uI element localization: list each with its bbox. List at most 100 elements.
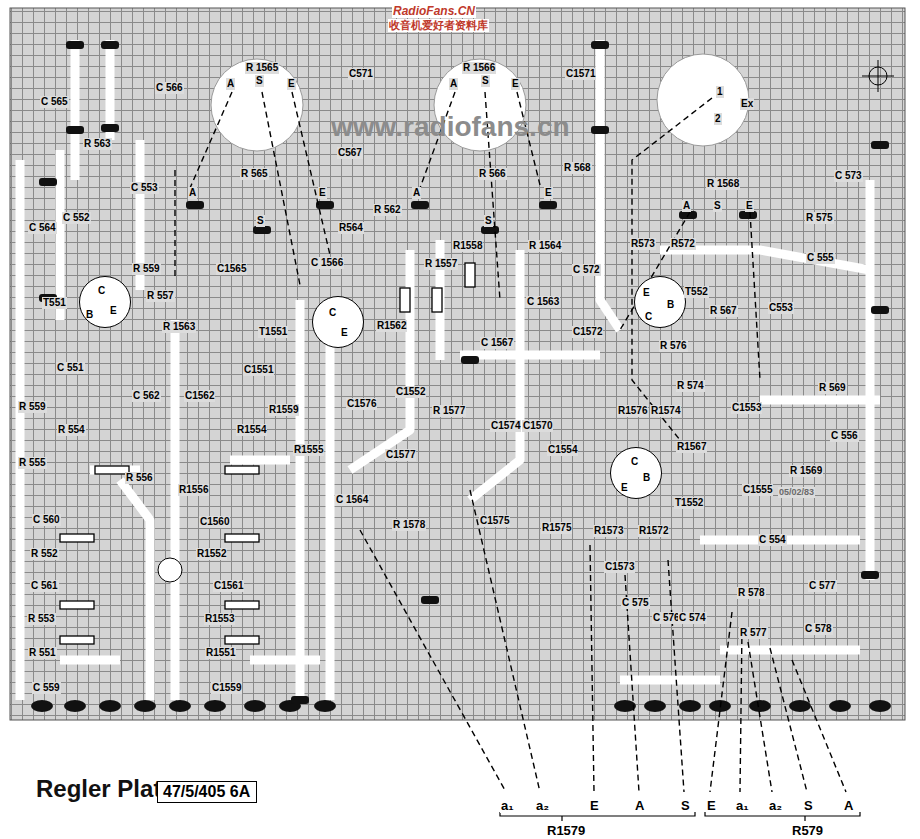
component-label: R 1565 [245,62,279,74]
edge-pad [169,700,191,712]
resistor-symbol [225,534,259,542]
component-label: A [682,200,691,212]
terminal-label: R579 [791,823,824,838]
solder-pad [253,226,271,234]
terminal-label: R1579 [546,823,586,838]
copper-trace [326,300,335,700]
component-label: A [412,187,421,199]
terminal-label: E [706,798,717,813]
copper-trace [16,160,25,700]
date-stamp: 05/02/83 [778,487,815,498]
component-label: R 1568 [706,178,740,190]
transistor-outline: EBC [634,276,686,328]
component-label: Ex [740,98,754,110]
part-number: 47/5/405 6A [163,783,250,800]
component-label: T551 [42,297,67,309]
trace-group [20,40,880,700]
copper-trace [866,180,875,580]
edge-pad [99,700,121,712]
dashed-wire [710,612,732,792]
edge-pad [244,700,266,712]
component-label: T1551 [258,326,288,338]
solder-pad [66,126,84,134]
copper-trace [350,250,410,470]
component-label: C1570 [522,420,553,432]
resistor-symbol [60,636,94,644]
component-label: R564 [338,222,364,234]
potentiometer-hole [211,59,303,151]
board-ground [10,8,905,720]
dashed-wire [748,642,772,792]
component-label: C553 [768,302,794,314]
component-label: C 555 [806,252,835,264]
edge-pad [749,700,771,712]
component-label: R 569 [818,382,847,394]
mounting-hole [158,558,182,582]
resistor-symbol [60,534,94,542]
resistor-symbol [465,263,475,287]
component-label: C1571 [565,68,596,80]
edge-pad [829,700,851,712]
terminal-label: A [634,798,645,813]
dashed-wire [190,92,232,188]
solder-pad [591,41,609,49]
dashed-wire [792,660,846,792]
edge-pad [869,700,891,712]
solder-pad [186,201,204,209]
solder-pad [461,356,479,364]
component-label: C1553 [731,402,762,414]
terminal-label: a₁ [500,798,515,813]
component-label: R 1566 [462,62,496,74]
component-label: C 574 [678,612,707,624]
dashed-wire [292,92,330,255]
copper-trace [760,396,880,405]
terminal-label: a₁ [735,798,750,813]
component-label: R573 [630,238,656,250]
component-label: S [256,215,265,227]
component-label: R 557 [146,290,175,302]
component-label: T1552 [674,497,704,509]
edge-pad [134,700,156,712]
dashed-wire [470,490,540,792]
solder-pad [101,124,119,132]
register-mark [862,60,894,92]
solder-pad [66,41,84,49]
component-label: S [481,75,490,87]
component-label: C 556 [830,430,859,442]
potentiometer-hole [657,54,749,146]
solder-pad [871,306,889,314]
bracket [500,812,695,821]
component-label: T552 [684,286,709,298]
component-label: R 1563 [162,321,196,333]
component-label: C 554 [758,534,787,546]
component-label: R1574 [650,405,681,417]
component-label: C 1566 [310,257,344,269]
dashed-wire [750,212,760,380]
dashed-wire [360,530,506,792]
resistor-symbol [432,288,442,312]
component-label: R 567 [709,305,738,317]
component-label: R 575 [805,212,834,224]
component-label: C1573 [604,561,635,573]
pin-letter: C [98,285,105,296]
transistor-outline: CE [312,296,364,348]
terminal-label: S [680,798,691,813]
component-label: R 562 [373,204,402,216]
resistor-symbol [400,288,410,312]
component-label: C1561 [213,580,244,592]
component-label: C1551 [243,364,274,376]
register-mark [869,67,887,85]
component-label: E [511,78,520,90]
pin-letter: E [621,482,628,493]
dashed-wire [668,560,684,792]
component-label: R 1578 [392,519,426,531]
component-label: R1576 [617,405,648,417]
component-label: C1577 [385,449,416,461]
component-label: R 553 [27,613,56,625]
pin-letter: E [643,287,650,298]
component-label: C 576 [652,612,681,624]
part-number-box: 47/5/405 6A [157,781,257,803]
component-label: C1565 [216,263,247,275]
dashed-wire [740,628,742,792]
pin-letter: B [86,309,93,320]
